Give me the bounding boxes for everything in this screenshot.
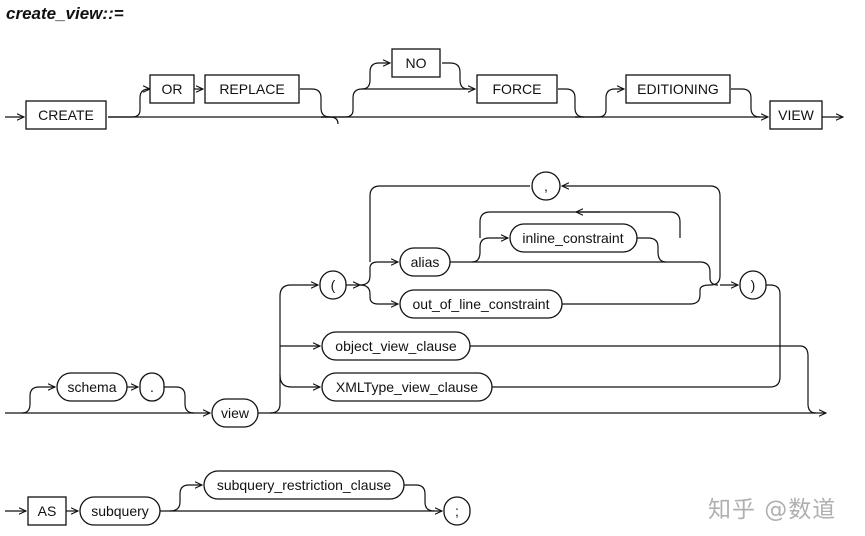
watermark-text: 知乎 @数道: [708, 497, 837, 523]
svg-text:;: ;: [455, 503, 459, 519]
svg-text:AS: AS: [38, 503, 57, 519]
svg-text:(: (: [331, 277, 336, 293]
svg-text:subquery_restriction_clause: subquery_restriction_clause: [217, 477, 392, 493]
svg-text:OR: OR: [162, 81, 183, 97]
keyword-editioning: EDITIONING: [625, 74, 731, 104]
node-dot: .: [139, 372, 165, 402]
svg-text:FORCE: FORCE: [493, 81, 542, 97]
svg-text:inline_constraint: inline_constraint: [522, 230, 623, 246]
svg-text:): ): [751, 277, 756, 293]
svg-text:object_view_clause: object_view_clause: [335, 338, 457, 354]
keyword-create: CREATE: [25, 100, 107, 130]
row-schema-view-columns: schema . view ( , alias inline_constrain…: [5, 171, 826, 428]
svg-text:alias: alias: [411, 254, 440, 270]
node-out-of-line-constraint: out_of_line_constraint: [399, 289, 563, 319]
svg-text:schema: schema: [67, 379, 116, 395]
node-rparen: ): [739, 270, 767, 300]
keyword-view: VIEW: [769, 100, 823, 130]
node-alias: alias: [399, 247, 451, 277]
svg-text:EDITIONING: EDITIONING: [637, 81, 719, 97]
diagram-title: create_view::=: [6, 4, 124, 23]
keyword-as: AS: [27, 496, 67, 526]
svg-text:XMLType_view_clause: XMLType_view_clause: [336, 379, 478, 395]
svg-text:CREATE: CREATE: [38, 107, 94, 123]
svg-text:subquery: subquery: [91, 503, 149, 519]
row-create-view-keywords: CREATE OR REPLACE NO FORCE EDITIONING VI…: [5, 48, 843, 130]
keyword-replace: REPLACE: [204, 74, 300, 104]
row-as-subquery: AS subquery subquery_restriction_clause …: [5, 470, 471, 526]
keyword-no: NO: [391, 48, 441, 78]
node-schema: schema: [56, 372, 128, 402]
svg-text:VIEW: VIEW: [778, 107, 815, 123]
svg-text:,: ,: [544, 178, 548, 194]
node-lparen: (: [319, 270, 347, 300]
node-xmltype-view-clause: XMLType_view_clause: [321, 372, 493, 402]
svg-text:view: view: [221, 405, 250, 421]
node-object-view-clause: object_view_clause: [321, 331, 471, 361]
node-subquery-restriction-clause: subquery_restriction_clause: [203, 470, 405, 500]
node-subquery: subquery: [79, 496, 161, 526]
node-inline-constraint: inline_constraint: [509, 223, 638, 253]
node-semicolon: ;: [443, 496, 471, 526]
keyword-or: OR: [149, 74, 195, 104]
svg-text:NO: NO: [406, 55, 427, 71]
svg-text:.: .: [150, 379, 154, 395]
svg-text:REPLACE: REPLACE: [219, 81, 284, 97]
node-comma: ,: [531, 171, 561, 201]
svg-text:out_of_line_constraint: out_of_line_constraint: [413, 296, 550, 312]
node-view: view: [211, 398, 259, 428]
keyword-force: FORCE: [476, 74, 558, 104]
